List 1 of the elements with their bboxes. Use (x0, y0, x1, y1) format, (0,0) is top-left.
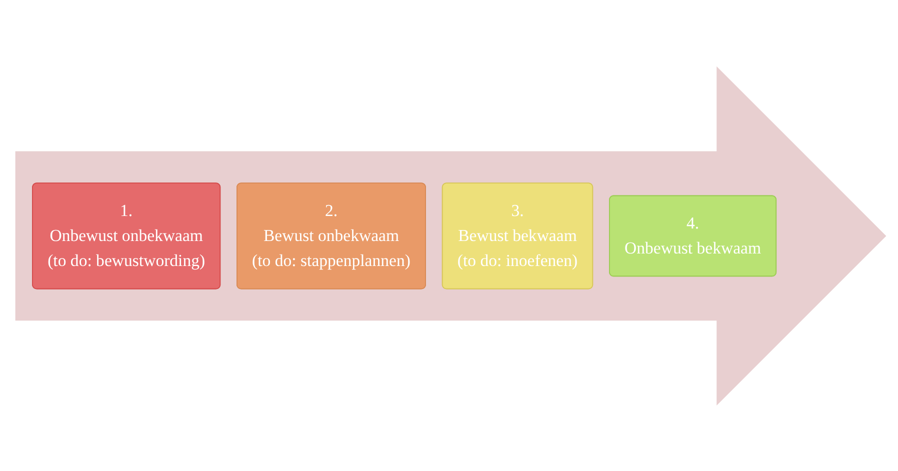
cluster (15, 66, 886, 406)
